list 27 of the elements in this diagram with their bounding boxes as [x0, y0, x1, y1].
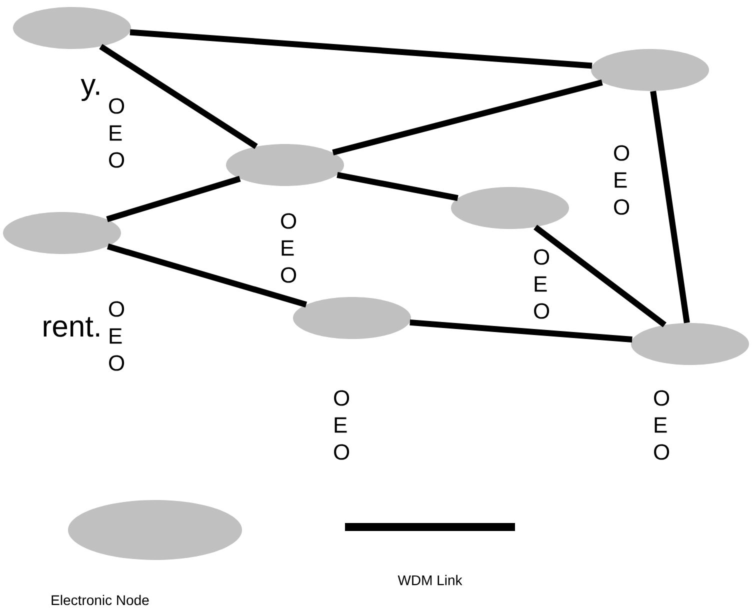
oeo-label: O E O — [614, 145, 630, 215]
node-ellipse — [226, 144, 344, 186]
wdm-link — [130, 29, 592, 69]
oeo-label: O E O — [654, 390, 670, 460]
node-ellipse — [293, 297, 411, 339]
slide-text: rent. — [44, 317, 100, 337]
wdm-link — [336, 172, 458, 201]
wdm-link — [99, 44, 258, 149]
oeo-label: O E O — [534, 249, 550, 319]
wdm-link — [650, 90, 690, 324]
oeo-label: O E O — [334, 390, 350, 460]
oeo-label: O E O — [109, 98, 124, 168]
wdm-link — [410, 319, 632, 343]
wdm-link — [106, 176, 241, 222]
node-ellipse — [591, 49, 709, 91]
legend-label: Electronic Node — [52, 594, 149, 606]
node-ellipse — [13, 7, 131, 49]
node-ellipse — [451, 187, 569, 229]
wdm-link — [332, 80, 603, 156]
oeo-label: O E O — [281, 213, 296, 283]
wdm-link — [106, 244, 308, 308]
node-ellipse — [631, 323, 749, 365]
node-ellipse — [3, 212, 121, 254]
slide-text: y. — [80, 78, 100, 102]
wdm-link — [534, 224, 666, 328]
legend-label: WDM Link — [398, 574, 462, 586]
oeo-label: O E O — [109, 301, 124, 371]
